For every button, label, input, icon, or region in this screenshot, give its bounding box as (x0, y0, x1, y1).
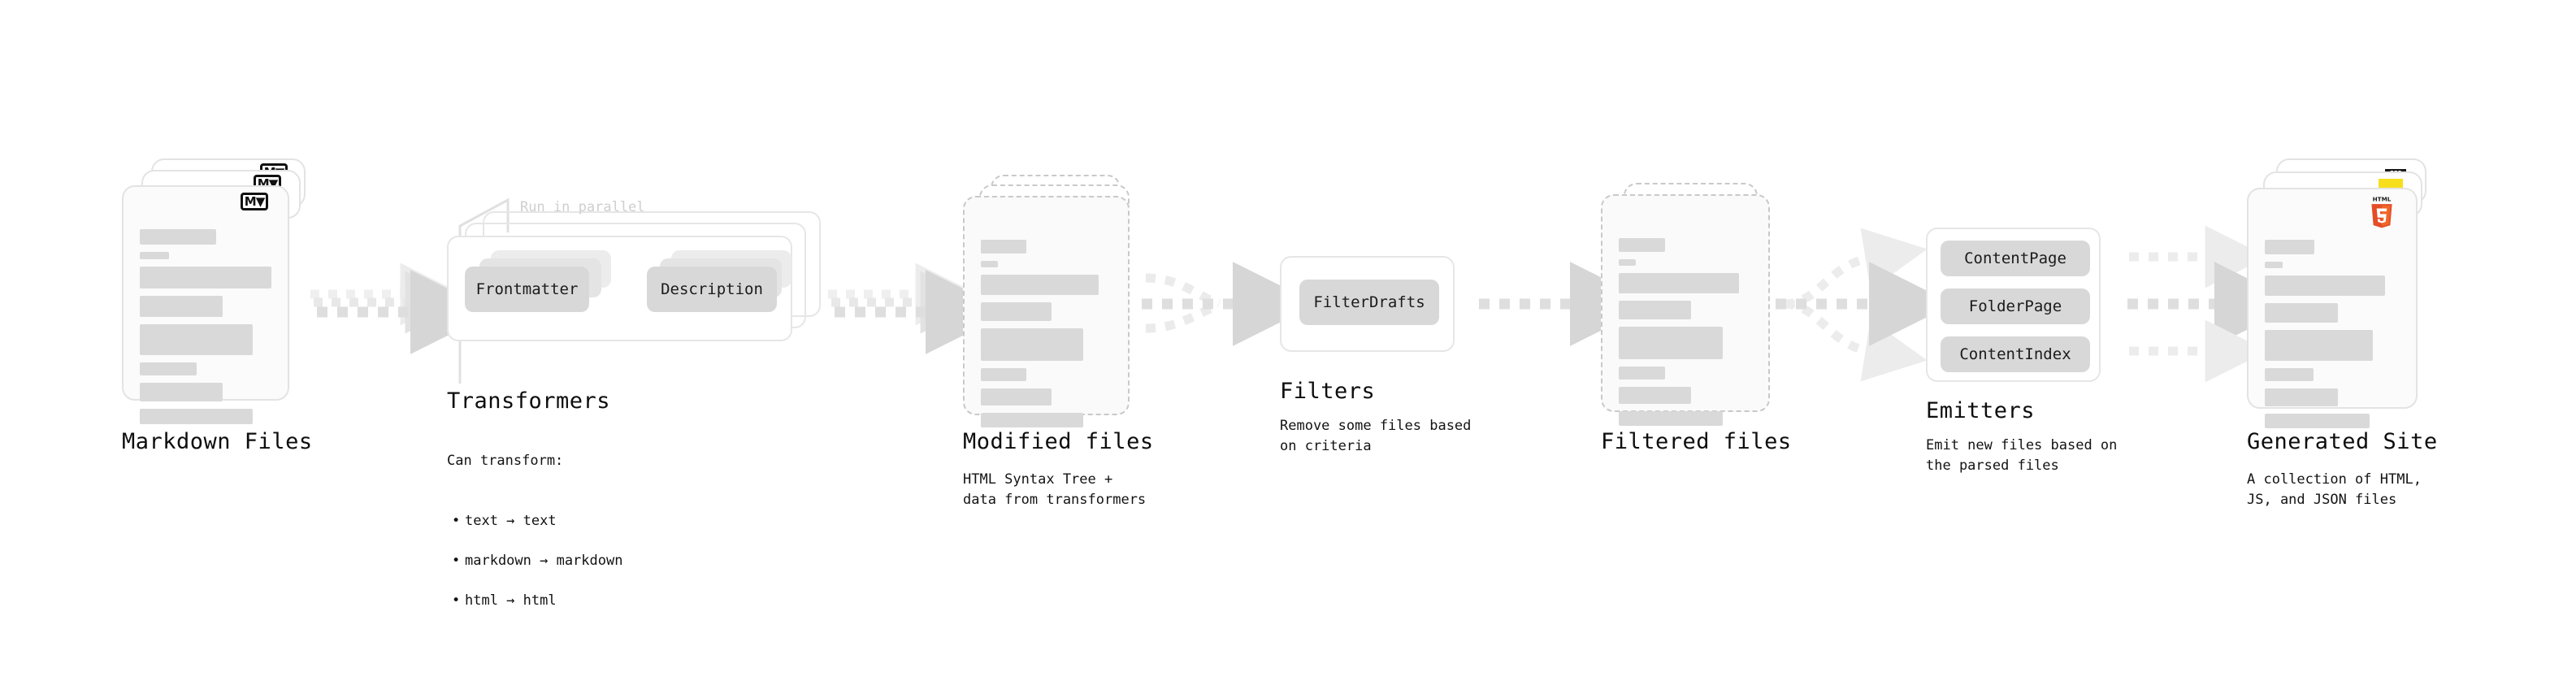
stage-transformers: Frontmatter Description (447, 211, 829, 358)
stage-markdown-files: M▼ M▼ M▼ (122, 158, 309, 424)
content-bar (1619, 367, 1666, 380)
content-bar (2265, 388, 2338, 406)
connector-modified-to-filters (1142, 262, 1317, 346)
transformers-card-stack: Frontmatter Description (447, 211, 829, 358)
emitter-pill-contentindex[interactable]: ContentIndex (1941, 336, 2090, 372)
connector-emitters-to-site (2127, 225, 2299, 383)
modified-card-stack (963, 175, 1150, 427)
filtered-card-front (1601, 194, 1770, 426)
generated-card-stack: CSS HTML (2247, 158, 2450, 428)
emitter-pill-folderpage[interactable]: FolderPage (1941, 288, 2090, 324)
transformers-description: Can transform: text → text markdown → ma… (447, 431, 622, 651)
connector-filtered-to-emitters (1776, 228, 1954, 382)
content-bar (981, 413, 1083, 427)
content-bar (140, 229, 216, 245)
transformer-pill-description[interactable]: Description (647, 267, 777, 312)
content-bar (981, 368, 1027, 381)
content-bar (981, 261, 998, 267)
content-bar (140, 409, 254, 424)
markdown-card-content (140, 229, 271, 432)
markdown-card-stack: M▼ M▼ M▼ (122, 158, 309, 424)
content-bar (981, 302, 1052, 321)
content-bar (2265, 275, 2385, 296)
stage-title-markdown-files: Markdown Files (122, 429, 313, 454)
emitters-description: Emit new files based on the parsed files (1926, 437, 2118, 474)
stage-emitters: ContentPage FolderPage ContentIndex (1926, 228, 2101, 382)
emitters-box: ContentPage FolderPage ContentIndex (1926, 228, 2101, 382)
connector-md-to-transformers (310, 262, 495, 354)
markdown-card-front (122, 185, 289, 424)
content-bar (2265, 368, 2314, 381)
list-item: text → text (447, 511, 622, 531)
filtered-card-stack (1601, 183, 1788, 427)
stage-title-transformers: Transformers (447, 388, 611, 414)
modified-card-front (963, 196, 1130, 427)
filtered-card-content (1619, 238, 1752, 433)
run-in-parallel-label: Run in parallel (520, 199, 645, 215)
content-bar (140, 296, 223, 317)
content-bar (2265, 262, 2283, 268)
content-bar (140, 324, 254, 355)
filters-box: FilterDrafts (1280, 256, 1455, 352)
content-bar (981, 240, 1027, 254)
list-item: html → html (447, 591, 622, 611)
stage-title-filters: Filters (1280, 379, 1376, 404)
stage-title-emitters: Emitters (1926, 398, 2036, 423)
generated-site-description: A collection of HTML, JS, and JSON files (2247, 471, 2422, 508)
svg-text:HTML: HTML (2373, 196, 2392, 203)
content-bar (981, 328, 1083, 361)
stage-filtered-files (1601, 183, 1788, 427)
emitter-pill-contentpage[interactable]: ContentPage (1941, 241, 2090, 276)
generated-card-content (2265, 240, 2400, 436)
content-bar (2265, 330, 2373, 361)
content-bar (1619, 273, 1739, 293)
stage-title-generated-site: Generated Site (2247, 429, 2438, 454)
content-bar (2265, 414, 2370, 428)
content-bar (1619, 327, 1723, 359)
content-bar (2265, 303, 2338, 323)
transformers-lead: Can transform: (447, 452, 564, 469)
content-bar (1619, 301, 1691, 319)
stage-generated-site: CSS HTML (2247, 158, 2450, 428)
content-bar (140, 383, 223, 401)
stage-modified-files (963, 175, 1150, 427)
content-bar (140, 252, 169, 259)
stage-title-filtered-files: Filtered files (1601, 429, 1792, 454)
content-bar (1619, 387, 1691, 404)
modified-card-content (981, 240, 1112, 435)
list-item: markdown → markdown (447, 551, 622, 571)
modified-files-description: HTML Syntax Tree + data from transformer… (963, 471, 1147, 508)
content-bar (981, 275, 1099, 295)
content-bar (140, 267, 271, 288)
content-bar (1619, 238, 1666, 252)
filter-pill-filterdrafts[interactable]: FilterDrafts (1299, 280, 1439, 325)
content-bar (1619, 411, 1723, 426)
content-bar (140, 362, 197, 375)
markdown-icon: M▼ (241, 193, 268, 210)
filters-description: Remove some files based on criteria (1280, 418, 1472, 454)
transformers-bullets: text → text markdown → markdown html → h… (447, 491, 622, 631)
connector-transformers-to-modified (828, 262, 1010, 354)
content-bar (981, 388, 1052, 406)
transformer-pill-frontmatter[interactable]: Frontmatter (465, 267, 589, 312)
content-bar (2265, 240, 2315, 254)
content-bar (1619, 259, 1637, 266)
stage-title-modified-files: Modified files (963, 429, 1154, 454)
html5-icon: HTML (2367, 194, 2396, 230)
stage-filters: FilterDrafts (1280, 256, 1455, 352)
